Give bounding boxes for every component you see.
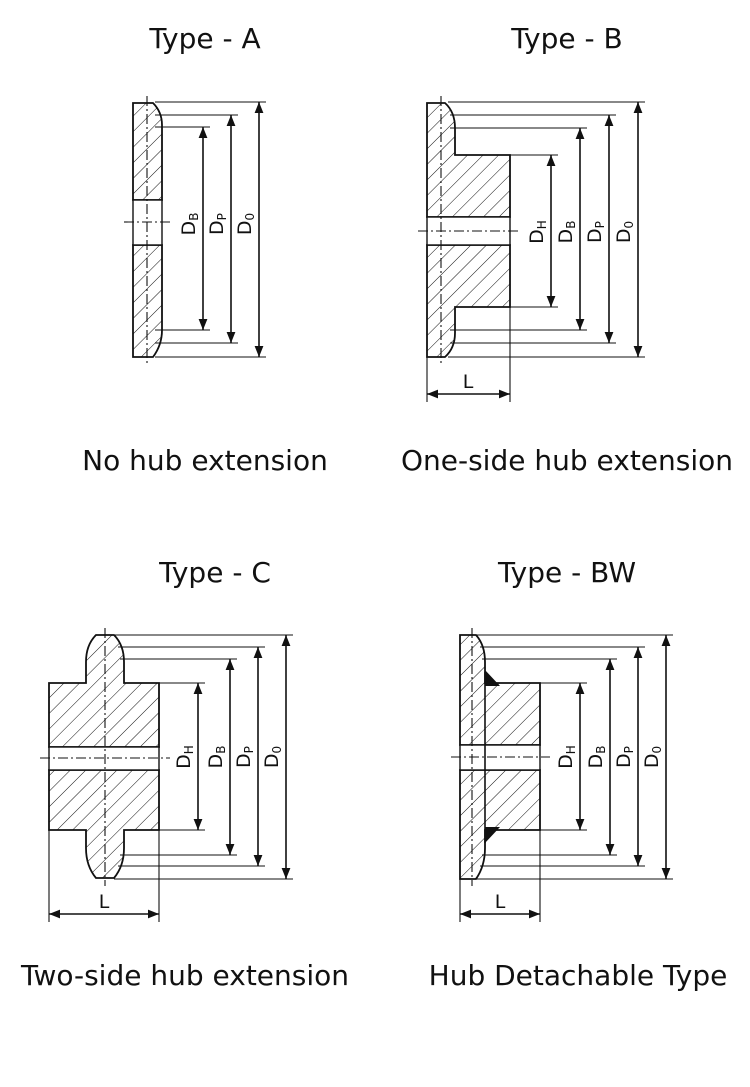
dimension-label-l: L [495,891,506,913]
svg-text:D0: D0 [613,221,636,243]
dimension-label-dp: DP [206,213,229,235]
dimension-label-dh: DH [173,745,196,769]
dimension-lines-bw [459,634,673,922]
panel-title: Type - B [510,22,622,55]
panel-caption: Two-side hub extension [20,959,349,992]
weld-mark-top [485,670,500,686]
dimension-labels-b: DH DB DP D0 L [463,220,636,393]
sprocket-section-a [124,96,172,364]
panel-type-b: Type - B [401,22,733,477]
dimension-labels-a: DB DP D0 [178,213,257,236]
svg-text:DB: DB [585,746,608,769]
panel-caption: No hub extension [82,444,328,477]
svg-text:DP: DP [233,746,256,768]
svg-text:DH: DH [173,745,196,769]
svg-text:DH: DH [526,220,549,244]
dimension-label-d0: D0 [641,746,664,768]
dimension-label-db: DB [178,213,201,236]
dimension-label-db: DB [555,221,578,244]
dimension-label-db: DB [205,746,228,769]
dimension-label-l: L [99,891,110,913]
dimension-label-dp: DP [613,746,636,768]
dimension-label-d0: D0 [234,213,257,235]
weld-mark-bottom [485,827,500,843]
dimension-labels-c: DH DB DP D0 L [99,745,284,913]
dimension-label-dh: DH [555,745,578,769]
svg-text:DP: DP [613,746,636,768]
dimension-label-d0: D0 [261,746,284,768]
svg-text:DB: DB [178,213,201,236]
dimension-labels-bw: DH DB DP D0 L [495,745,664,913]
svg-text:DH: DH [555,745,578,769]
panel-title: Type - A [148,22,260,55]
dimension-lines-b [426,101,645,402]
svg-text:DB: DB [555,221,578,244]
panel-type-bw: Type - BW [429,556,728,992]
dimension-lines-c [48,634,293,922]
dimension-label-l: L [463,371,474,393]
panel-title: Type - C [158,556,271,589]
svg-text:D0: D0 [641,746,664,768]
dimension-label-dp: DP [584,221,607,243]
svg-text:DP: DP [206,213,229,235]
svg-text:D0: D0 [261,746,284,768]
dimension-label-dh: DH [526,220,549,244]
panel-caption: One-side hub extension [401,444,733,477]
svg-text:DP: DP [584,221,607,243]
panel-title: Type - BW [497,556,636,589]
svg-text:D0: D0 [234,213,257,235]
sprocket-section-bw [451,628,550,886]
dimension-lines-a [155,101,266,358]
sprocket-section-c [40,628,170,886]
panel-type-c: Type - C [20,556,349,992]
dimension-label-d0: D0 [613,221,636,243]
dimension-label-db: DB [585,746,608,769]
svg-text:DB: DB [205,746,228,769]
sprocket-section-b [418,96,520,364]
panel-type-a: Type - A DB DP [82,22,328,477]
panel-caption: Hub Detachable Type [429,959,728,992]
dimension-label-dp: DP [233,746,256,768]
